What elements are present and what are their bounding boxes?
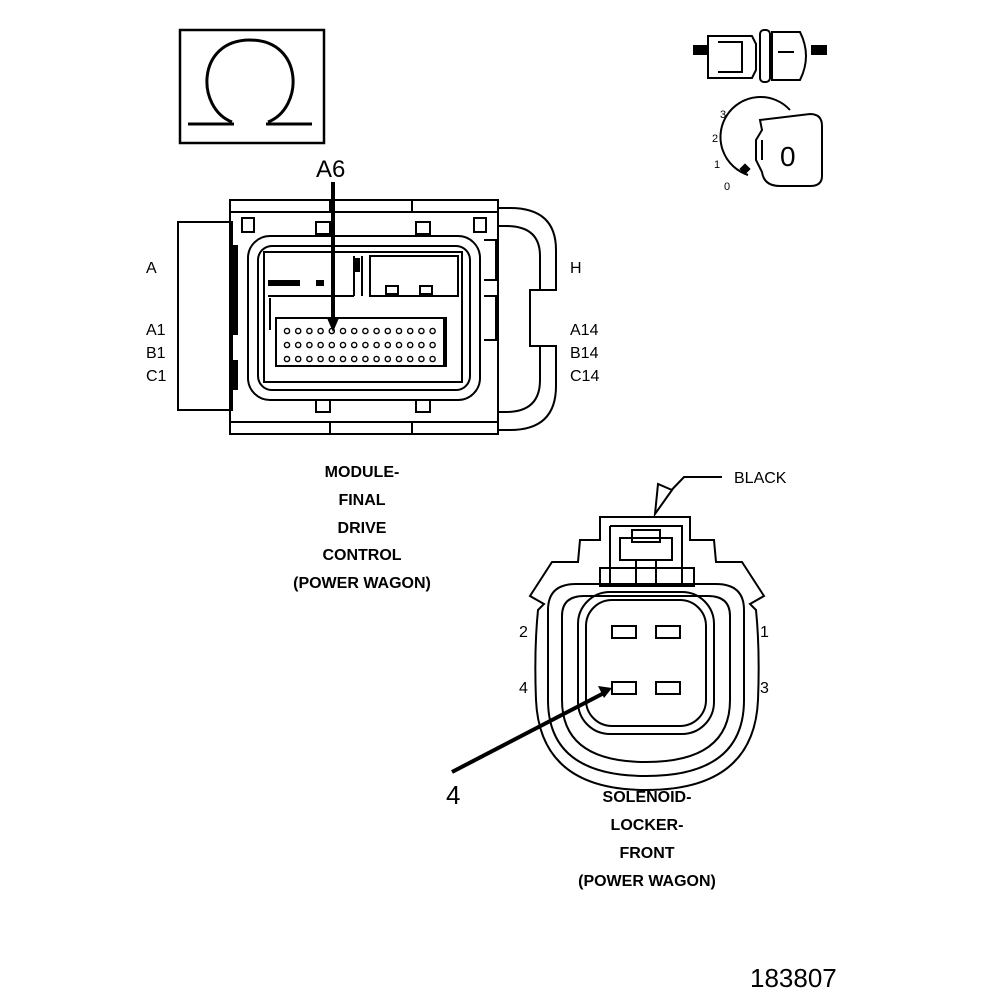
module-pin [294,341,302,349]
module-row-b14: B14 [570,345,599,362]
module-pin [418,355,425,363]
module-pin [317,341,324,349]
black-callout: BLACK [653,470,787,518]
ignition-key-icon: 3 2 1 0 0 [712,96,823,193]
key-position-2: 2 [712,133,718,145]
module-pin [350,327,358,335]
module-pin [317,327,324,335]
module-pin [395,355,403,363]
key-position-1: 1 [714,159,720,171]
pin-label-2: 2 [519,624,528,641]
module-pin [328,355,336,363]
pin-4-callout-label: 4 [446,780,460,810]
module-title-line-2: FINAL [338,492,385,509]
module-pin [350,341,358,349]
module-connector [177,199,557,435]
module-pin-grid [283,327,436,363]
module-side-right: H [570,260,582,277]
module-row-b1: B1 [146,345,166,362]
module-pin [373,341,380,349]
solenoid-title-line-2: LOCKER- [611,817,684,834]
module-pin [306,327,313,335]
figure-number: 183807 [750,963,837,993]
module-side-left: A [146,260,157,277]
module-pin [362,355,369,363]
module-pin [362,341,369,349]
module-pin [429,355,436,363]
module-pin [384,327,392,335]
module-pin [339,355,347,363]
module-pin [406,355,414,363]
module-row-c1: C1 [146,368,167,385]
module-pin [306,341,313,349]
module-pin [373,327,380,335]
module-title-line-3: DRIVE [338,520,387,537]
module-pin [429,341,436,349]
module-pin [306,355,313,363]
module-pin [350,355,358,363]
solenoid-title-line-1: SOLENOID- [603,789,692,806]
ohm-symbol-icon [178,28,326,145]
module-pin [339,341,347,349]
module-row-c14: C14 [570,368,599,385]
solenoid-connector [528,516,766,792]
solenoid-title: SOLENOID- LOCKER- FRONT (POWER WAGON) [578,789,716,890]
module-row-a1: A1 [146,322,166,339]
pin-4-callout: 4 [446,686,612,810]
module-title-line-5: (POWER WAGON) [293,575,431,592]
module-title-line-4: CONTROL [322,547,401,564]
module-pin [294,355,302,363]
key-position-0: 0 [724,181,730,193]
module-pin [384,355,392,363]
pin-label-3: 3 [760,680,769,697]
module-title-line-1: MODULE- [325,464,400,481]
black-label: BLACK [734,470,787,487]
solenoid-title-line-4: (POWER WAGON) [578,873,716,890]
module-pin [317,355,324,363]
module-pin [283,327,291,335]
a6-label: A6 [316,156,345,183]
module-pin [395,327,403,335]
module-title: MODULE- FINAL DRIVE CONTROL (POWER WAGON… [293,464,431,592]
module-pin [283,355,291,363]
pin-label-1: 1 [760,624,769,641]
module-pin [283,341,291,349]
solenoid-title-line-3: FRONT [619,845,674,862]
module-pin [406,327,414,335]
module-pin [294,327,302,335]
module-pin [339,327,347,335]
module-pin [429,327,436,335]
module-pin [418,327,425,335]
module-pin [395,341,403,349]
inline-connector-icon [693,29,827,83]
module-pin [384,341,392,349]
module-row-a14: A14 [570,322,599,339]
key-label: 0 [780,141,796,172]
module-pin [418,341,425,349]
pin-label-4: 4 [519,680,528,697]
module-pin [328,341,336,349]
module-pin [373,355,380,363]
a6-callout: A6 [316,156,345,332]
module-pin [362,327,369,335]
module-pin [406,341,414,349]
key-position-3: 3 [720,109,726,121]
